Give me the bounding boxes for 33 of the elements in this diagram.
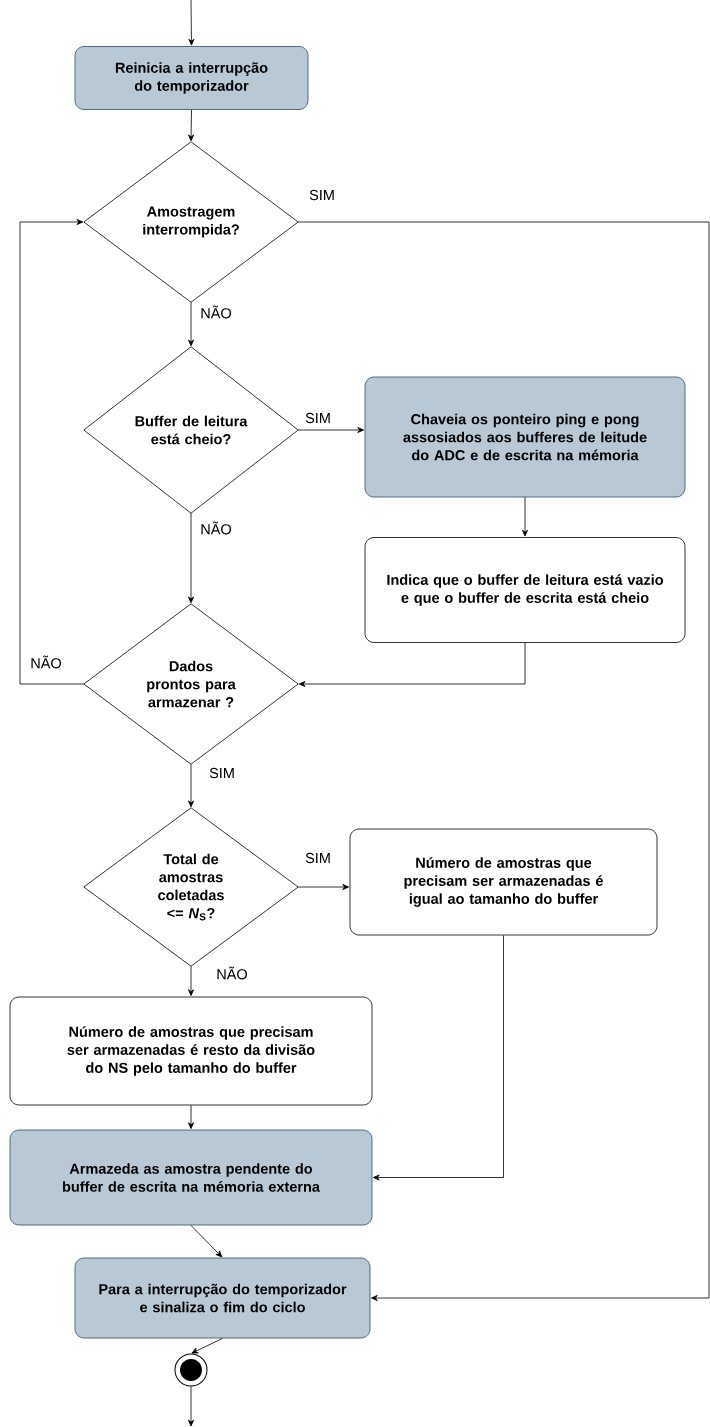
edge-label: SIM	[208, 766, 236, 780]
edge-label: NÃO	[29, 654, 63, 670]
arrow	[188, 301, 194, 347]
arrow	[188, 1386, 194, 1427]
end-circle	[174, 1353, 208, 1387]
edge-label: NÃO	[199, 304, 233, 320]
arrow	[522, 497, 528, 537]
arrow	[188, 512, 194, 604]
arrow	[191, 1338, 223, 1354]
edge-label: NÃO	[215, 965, 249, 981]
arrow	[297, 884, 349, 890]
arrow	[297, 427, 364, 433]
process-box: Para a interrupção do temporizador e sinaliza o fim do ciclo	[74, 1257, 371, 1339]
arrow	[19, 219, 85, 685]
arrow	[188, 965, 194, 996]
process-box: Número de amostras que precisam ser armazenadas é resto da divisão do NS pelo tamanho do buffer	[9, 996, 373, 1106]
process-box: Armazeda as amostra pendente do buffer de escrita na mémoria externa	[9, 1129, 373, 1226]
arrow	[190, 1225, 223, 1258]
edge-label: NÃO	[199, 520, 233, 536]
edge-label: SIM	[304, 851, 332, 865]
arrow	[188, 1105, 194, 1129]
arrow	[188, 763, 194, 808]
arrow	[298, 642, 526, 687]
process-box: Reinicia a interrupção do temporizador	[74, 46, 309, 110]
arrow	[188, 0, 195, 46]
process-box: Número de amostras que precisam ser armazenadas é igual ao tamanho do buffer	[349, 828, 658, 936]
edge-label: SIM	[308, 188, 336, 202]
arrow	[297, 221, 710, 1301]
arrow	[373, 935, 504, 1181]
arrow	[188, 109, 195, 142]
edge-label: SIM	[304, 411, 332, 425]
process-box: Chaveia os ponteiro ping e pong assosiados aos bufferes de leitude do ADC e de escrita na mémoria	[364, 376, 686, 498]
process-box: Indica que o buffer de leitura está vazio e que o buffer de escrita está cheio	[364, 537, 686, 643]
